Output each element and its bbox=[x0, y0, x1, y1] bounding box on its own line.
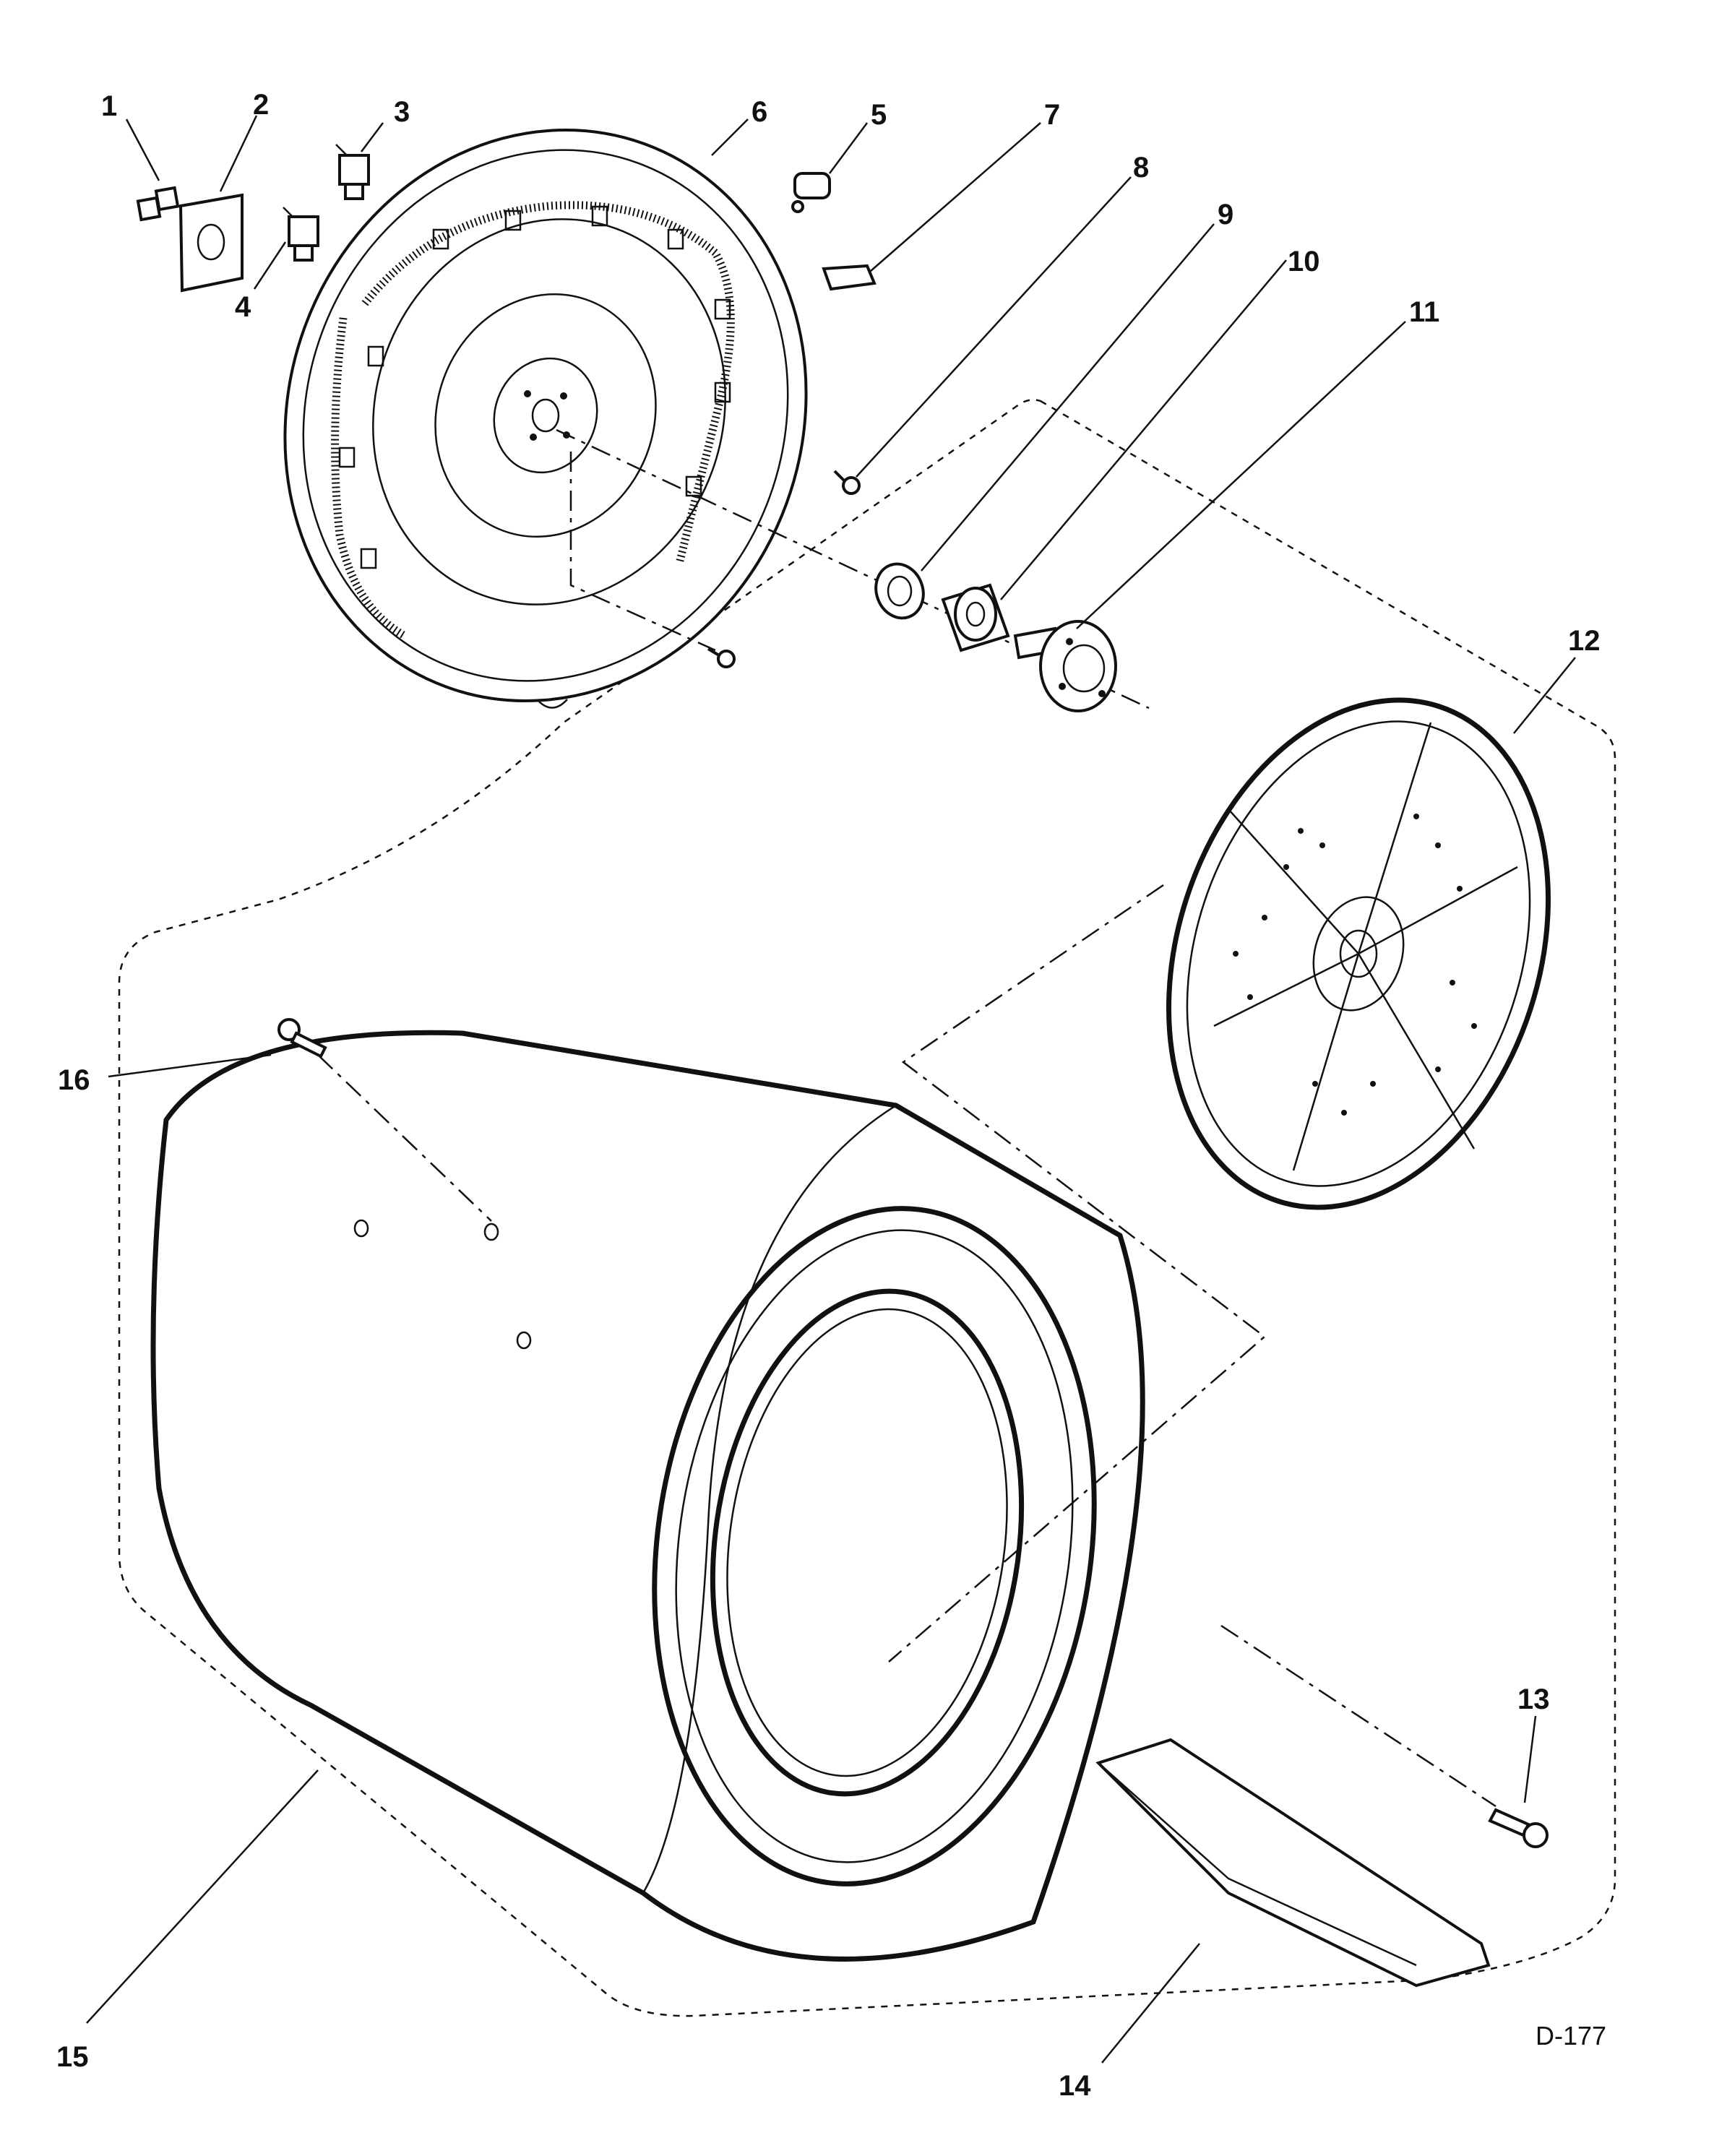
thermostat-part-3 bbox=[335, 144, 370, 200]
assembly-boundary bbox=[118, 399, 1616, 2017]
callout-11: 11 bbox=[1409, 296, 1439, 328]
rear-bulkhead bbox=[283, 128, 808, 709]
callout-8: 8 bbox=[1133, 152, 1149, 184]
callout-16: 16 bbox=[58, 1064, 90, 1096]
thermostat-part-4 bbox=[283, 207, 319, 262]
callout-5: 5 bbox=[871, 99, 887, 131]
callout-10: 10 bbox=[1288, 246, 1320, 277]
screw-axis-drum bbox=[317, 1054, 492, 1222]
callout-3: 3 bbox=[394, 96, 410, 128]
drum-part-15 bbox=[150, 1030, 1145, 1962]
bushing-part-10 bbox=[941, 583, 1010, 652]
callout-9: 9 bbox=[1218, 199, 1233, 230]
bulkhead-screw bbox=[707, 647, 736, 668]
screw-part-13 bbox=[1488, 1808, 1549, 1848]
callout-labels: 1 2 3 4 5 6 7 8 9 10 11 12 13 14 15 16 bbox=[56, 89, 1601, 2102]
clip-part-1 bbox=[136, 186, 180, 222]
callout-4: 4 bbox=[235, 291, 251, 323]
bracket-part-7 bbox=[822, 264, 877, 291]
callout-6: 6 bbox=[752, 96, 767, 128]
leader-lines bbox=[86, 115, 1576, 2064]
assembly-axis bbox=[556, 428, 1150, 710]
drum-rear-panel-part-12 bbox=[1166, 697, 1551, 1210]
plate-part-2 bbox=[178, 193, 244, 293]
callout-14: 14 bbox=[1059, 2070, 1091, 2102]
callout-7: 7 bbox=[1044, 99, 1060, 131]
baffle-part-14 bbox=[1095, 1738, 1491, 1988]
callout-15: 15 bbox=[56, 2041, 89, 2073]
screw-part-16 bbox=[277, 1018, 327, 1058]
callout-2: 2 bbox=[253, 89, 269, 121]
callout-1: 1 bbox=[101, 90, 117, 122]
thermal-fuse-part-5 bbox=[791, 172, 831, 213]
baffle-axis bbox=[1220, 1624, 1496, 1808]
shaft-hub-part-11 bbox=[1013, 620, 1117, 712]
panel-axis bbox=[888, 884, 1266, 1663]
bearing-washer-part-9 bbox=[874, 562, 925, 620]
callout-12: 12 bbox=[1568, 625, 1601, 657]
callout-13: 13 bbox=[1517, 1683, 1550, 1715]
screw-part-8 bbox=[833, 470, 861, 495]
drawing-code: D-177 bbox=[1536, 2021, 1606, 2051]
screw-axis-bulkhead bbox=[569, 452, 716, 652]
